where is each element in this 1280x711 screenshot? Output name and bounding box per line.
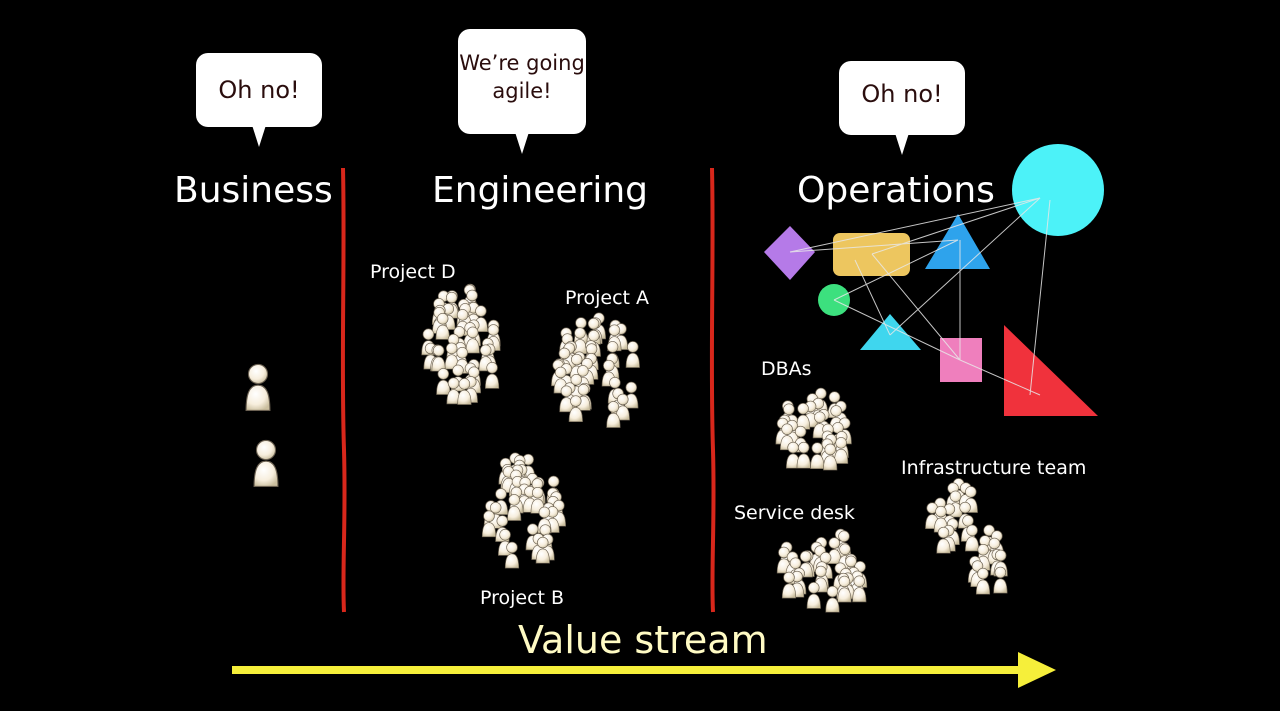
person: [625, 341, 640, 368]
person: [806, 582, 821, 609]
project-d-crowd: [421, 283, 501, 405]
operations-bubble-text: Oh no!: [861, 80, 943, 108]
person: [485, 362, 500, 389]
red-right-triangle: [1004, 325, 1098, 416]
cyan-triangle: [860, 314, 921, 350]
connection-lines: [789, 197, 1051, 396]
service-desk-crowd: [776, 528, 868, 613]
purple-diamond: [764, 226, 815, 280]
blue-triangle: [925, 214, 990, 269]
business-bubble-text: Oh no!: [218, 76, 300, 104]
operations-chaos: [764, 144, 1104, 416]
value-stream-label: Value stream: [518, 618, 768, 662]
service-desk-label: Service desk: [734, 502, 855, 524]
business-speech-bubble: Oh no!: [196, 53, 322, 147]
project-a-label: Project A: [565, 287, 650, 309]
value-stream-arrow: [232, 652, 1056, 688]
engineering-bubble-line2: agile!: [492, 79, 552, 103]
person: [436, 368, 451, 395]
project-d-label: Project D: [370, 261, 456, 283]
dbas-crowd: [775, 387, 852, 471]
operations-speech-bubble: Oh no!: [839, 61, 965, 155]
person: [993, 566, 1008, 594]
yellow-rounded-rect: [833, 233, 910, 276]
big-cyan-circle: [1012, 144, 1104, 236]
divider-business-engineering: [340, 167, 347, 613]
business-people: [245, 363, 279, 487]
engineering-speech-bubble: We’re going agile!: [458, 29, 586, 154]
project-a-crowd: [551, 312, 640, 428]
person: [796, 441, 811, 469]
business-heading: Business: [174, 170, 333, 211]
infrastructure-crowd-2: [965, 524, 1008, 595]
dbas-label: DBAs: [761, 358, 812, 380]
operations-heading: Operations: [797, 170, 995, 211]
infrastructure-team-label: Infrastructure team: [901, 457, 1087, 479]
engineering-heading: Engineering: [432, 170, 648, 211]
engineering-bubble-line1: We’re going: [459, 51, 585, 75]
project-b-crowd: [481, 452, 566, 569]
project-b-label: Project B: [480, 587, 565, 609]
divider-engineering-operations: [709, 167, 716, 613]
person: [624, 381, 639, 409]
